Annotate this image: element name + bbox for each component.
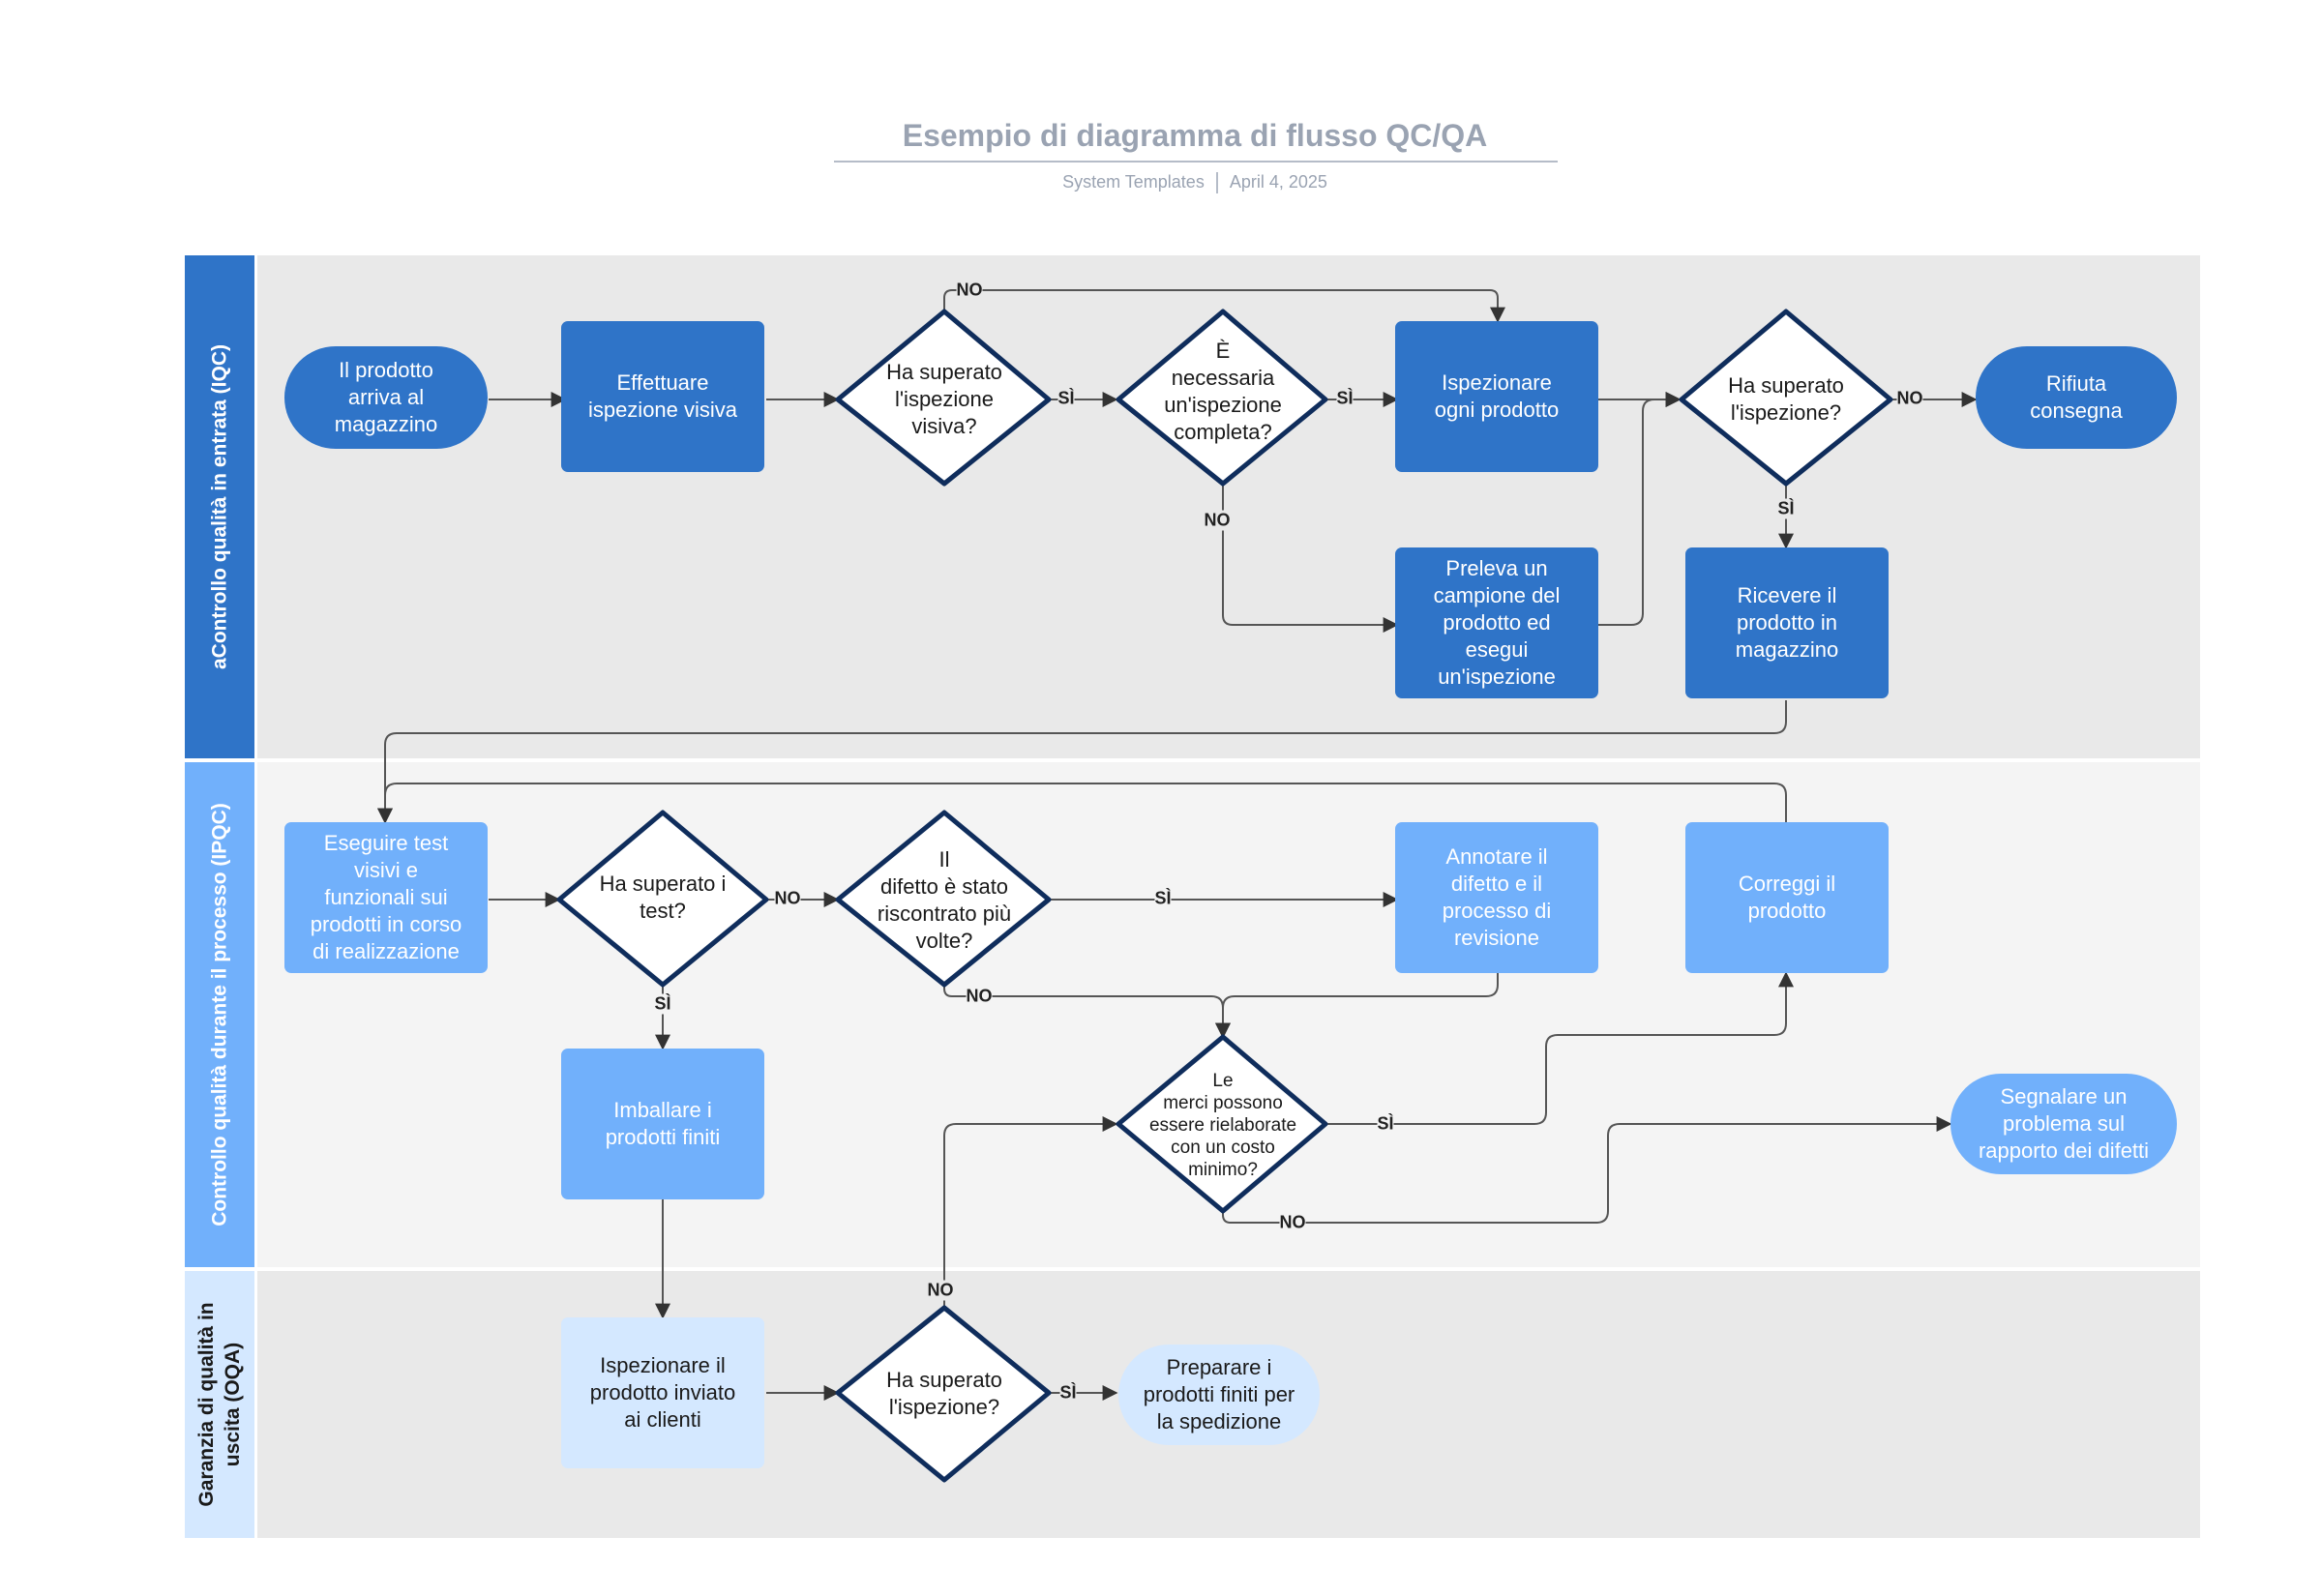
node-passed-inspection-2-text[interactable]: Ha superato l'ispezione?	[886, 1368, 1002, 1419]
source-label: System Templates	[1062, 172, 1205, 192]
title-underline	[834, 161, 1558, 163]
edge-label-yes: SÌ	[1154, 888, 1172, 909]
edge-label-yes: SÌ	[654, 993, 671, 1015]
node-note-defect[interactable]: Annotare il difetto e il processo di rev…	[1395, 822, 1598, 973]
edge-label-no: NO	[1279, 1212, 1306, 1233]
edge-label-no: NO	[927, 1280, 954, 1301]
edge-defect-no	[943, 985, 1231, 1039]
node-visual-inspection[interactable]: Effettuare ispezione visiva	[561, 321, 764, 472]
edge-receive-to-tests	[377, 700, 1787, 824]
edge-passed2-no	[943, 1116, 1118, 1308]
edge-label-no: NO	[956, 280, 983, 301]
edge-label-yes: SÌ	[1336, 388, 1354, 409]
node-fix-product[interactable]: Correggi il prodotto	[1685, 822, 1889, 973]
date-label: April 4, 2025	[1229, 172, 1327, 192]
edge-rework-no	[1222, 1116, 1952, 1224]
separator	[1215, 172, 1218, 194]
diamond-passed-inspection-1	[1679, 309, 1893, 487]
node-prepare-shipping[interactable]: Preparare i prodotti finiti per la spedi…	[1118, 1345, 1320, 1445]
diamond-need-full	[1116, 309, 1328, 487]
lane-iqc-header: aControllo qualità in entrata (IQC)	[185, 255, 254, 758]
lane-ipqc-header: Controllo qualità durante il processo (I…	[185, 762, 254, 1267]
node-passed-visual-text[interactable]: Ha superato l'ispezione visiva?	[886, 360, 1002, 438]
diamond-defect-repeated	[835, 810, 1052, 988]
edge-sample-to-passed	[1598, 392, 1682, 626]
node-inspect-each[interactable]: Ispezionare ogni prodotto	[1395, 321, 1598, 472]
diagram-title: Esempio di diagramma di flusso QC/QA	[902, 118, 1488, 153]
edge-full-no	[1222, 484, 1399, 633]
node-inspect-shipped[interactable]: Ispezionare il prodotto inviato ai clien…	[561, 1317, 764, 1468]
node-defect-repeated-text[interactable]: Il difetto è stato riscontrato più volte…	[877, 847, 1012, 953]
diamond-rework	[1116, 1034, 1328, 1214]
diamond-passed-inspection-2	[835, 1305, 1052, 1483]
edge-label-no: NO	[1896, 388, 1923, 409]
node-run-tests[interactable]: Eseguire test visivi e funzionali sui pr…	[284, 822, 488, 973]
lane-oqa-header: Garanzia di qualità in uscita (OQA)	[185, 1271, 254, 1538]
edge-label-no: NO	[774, 888, 801, 909]
edge-fix-to-tests	[377, 783, 1787, 824]
node-passed-inspection-1-text[interactable]: Ha superato l'ispezione?	[1728, 373, 1844, 425]
node-rework-text[interactable]: Le merci possono essere rielaborate con …	[1148, 1070, 1297, 1180]
node-report-defect[interactable]: Segnalare un problema sul rapporto dei d…	[1950, 1074, 2177, 1174]
edge-note-to-rework	[1215, 973, 1499, 1039]
diamond-passed-visual	[835, 309, 1052, 487]
node-product-arrives[interactable]: Il prodotto arriva al magazzino	[284, 346, 488, 449]
edge-passed-no	[943, 289, 1505, 323]
edge-rework-yes	[1327, 971, 1794, 1125]
node-receive-warehouse[interactable]: Ricevere il prodotto in magazzino	[1685, 547, 1889, 698]
edge-label-no: NO	[1204, 510, 1231, 531]
node-need-full-text[interactable]: È necessaria un'ispezione completa?	[1164, 339, 1282, 444]
node-pack-products[interactable]: Imballare i prodotti finiti	[561, 1049, 764, 1199]
diamond-passed-tests	[556, 810, 769, 988]
edge-label-yes: SÌ	[1377, 1113, 1394, 1135]
node-reject-delivery[interactable]: Rifiuta consegna	[1976, 346, 2177, 449]
diagram-subtitle: System Templates April 4, 2025	[832, 172, 1558, 194]
node-take-sample[interactable]: Preleva un campione del prodotto ed eseg…	[1395, 547, 1598, 698]
edge-label-yes: SÌ	[1057, 388, 1075, 409]
node-passed-tests-text[interactable]: Ha superato i test?	[599, 872, 727, 923]
edge-label-yes: SÌ	[1777, 498, 1795, 519]
edge-label-yes: SÌ	[1059, 1382, 1077, 1404]
edge-label-no: NO	[966, 986, 993, 1007]
